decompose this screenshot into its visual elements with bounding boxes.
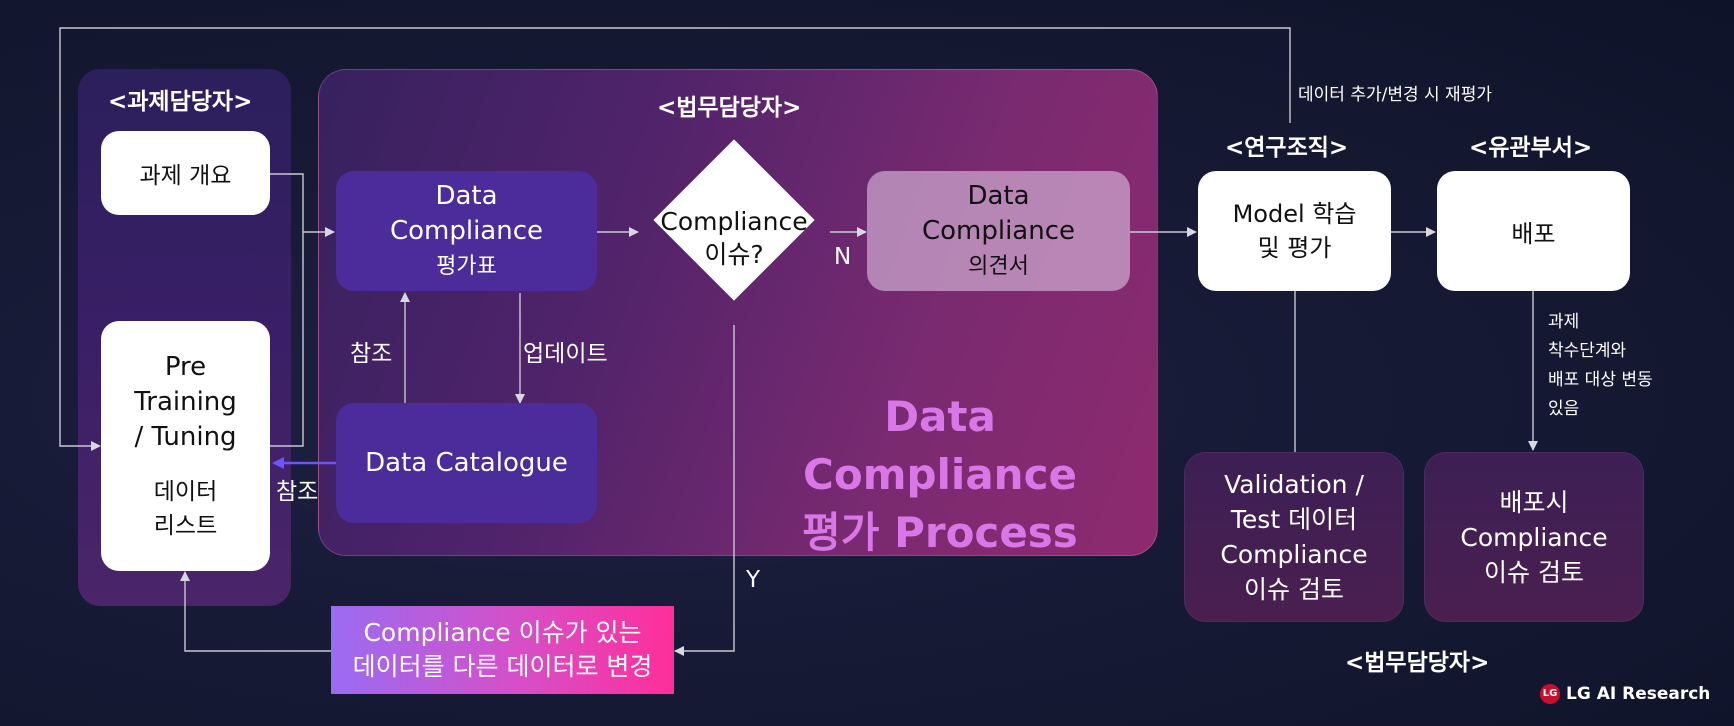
deploy-label: 배포 [1511, 219, 1556, 248]
legal-owner-header-top: <법무담당자> [657, 95, 802, 121]
data-catalogue-box: Data Catalogue [336, 403, 597, 523]
validation-issue-box: Validation / Test 데이터 Compliance 이슈 검토 [1184, 452, 1404, 622]
process-title: Data Compliance 평가 Process [760, 388, 1120, 562]
eval-table-line3: 평가표 [436, 253, 497, 279]
validation-line3: Compliance [1220, 540, 1368, 569]
compliance-opinion-box: Data Compliance 의견서 [867, 171, 1130, 291]
reference-up-label: 참조 [350, 341, 393, 367]
no-label: N [834, 244, 852, 270]
opinion-line2: Compliance [921, 215, 1076, 246]
eval-table-line1: Data [435, 180, 498, 211]
pretraining-line4: 데이터 [153, 478, 218, 505]
validation-line1: Validation / [1224, 470, 1364, 499]
task-overview-label: 과제 개요 [139, 163, 232, 189]
pretraining-line5: 리스트 [153, 512, 218, 539]
decision-line2: 이슈? [704, 240, 764, 269]
note-line3: 배포 대상 변동 [1548, 370, 1653, 390]
brand: LG LG AI Research [1540, 684, 1710, 704]
decision-yes-line [674, 325, 735, 656]
change-data-box: Compliance 이슈가 있는 데이터를 다른 데이터로 변경 [331, 606, 674, 694]
model-line1: Model 학습 [1232, 200, 1357, 228]
overview-to-evaltable-line [270, 173, 304, 232]
deploy-issue-line1: 배포시 [1499, 487, 1569, 517]
note-line1: 과제 [1548, 312, 1580, 332]
pretraining-line2: Training [134, 386, 237, 417]
pretraining-line1: Pre [164, 351, 207, 382]
legal-owner-header-bottom: <법무담당자> [1345, 650, 1490, 676]
deploy-issue-box: 배포시 Compliance 이슈 검토 [1424, 452, 1644, 622]
decision-line1: Compliance [660, 207, 808, 236]
pretraining-to-evaltable-line [270, 227, 335, 447]
deploy-note: 과제 착수단계와 배포 대상 변동 있음 [1548, 308, 1653, 424]
note-line4: 있음 [1548, 399, 1580, 419]
compliance-eval-table-box: Data Compliance 평가표 [336, 171, 597, 291]
catalogue-label: Data Catalogue [365, 448, 568, 478]
process-title-line2: 평가 Process [802, 508, 1078, 557]
lg-logo-icon: LG [1540, 684, 1560, 704]
eval-table-line2: Compliance [389, 215, 544, 246]
opinion-line3: 의견서 [968, 253, 1029, 279]
pretraining-data-list-box: Pre Training / Tuning 데이터 리스트 [101, 321, 270, 571]
deploy-issue-line3: 이슈 검토 [1484, 557, 1584, 587]
yes-label: Y [746, 567, 761, 593]
task-overview-box: 과제 개요 [101, 131, 270, 215]
reference-left-label: 참조 [276, 479, 319, 505]
opinion-line1: Data [967, 180, 1030, 211]
deploy-issue-line2: Compliance [1460, 522, 1608, 552]
update-label: 업데이트 [523, 341, 608, 367]
model-line2: 및 평가 [1257, 234, 1332, 262]
change-line1: Compliance 이슈가 있는 [363, 618, 642, 647]
pretraining-line3: / Tuning [134, 421, 237, 452]
validation-line4: 이슈 검토 [1244, 575, 1344, 604]
research-org-header: <연구조직> [1225, 135, 1349, 161]
change-to-pretraining-line [180, 571, 332, 652]
validation-line2: Test 데이터 [1230, 505, 1358, 534]
model-training-box: Model 학습 및 평가 [1198, 171, 1391, 291]
related-dept-header: <유관부서> [1469, 135, 1593, 161]
brand-label: LG AI Research [1566, 684, 1711, 704]
note-line2: 착수단계와 [1548, 341, 1627, 361]
change-line2: 데이터를 다른 데이터로 변경 [352, 652, 653, 681]
deploy-box: 배포 [1437, 171, 1630, 291]
reevaluate-label: 데이터 추가/변경 시 재평가 [1298, 85, 1492, 105]
reevaluate-loop-line [59, 27, 1291, 451]
decision-text: Compliance 이슈? [638, 198, 830, 278]
process-title-line1: Data Compliance [803, 392, 1077, 499]
task-owner-header: <과제담당자> [108, 89, 253, 115]
